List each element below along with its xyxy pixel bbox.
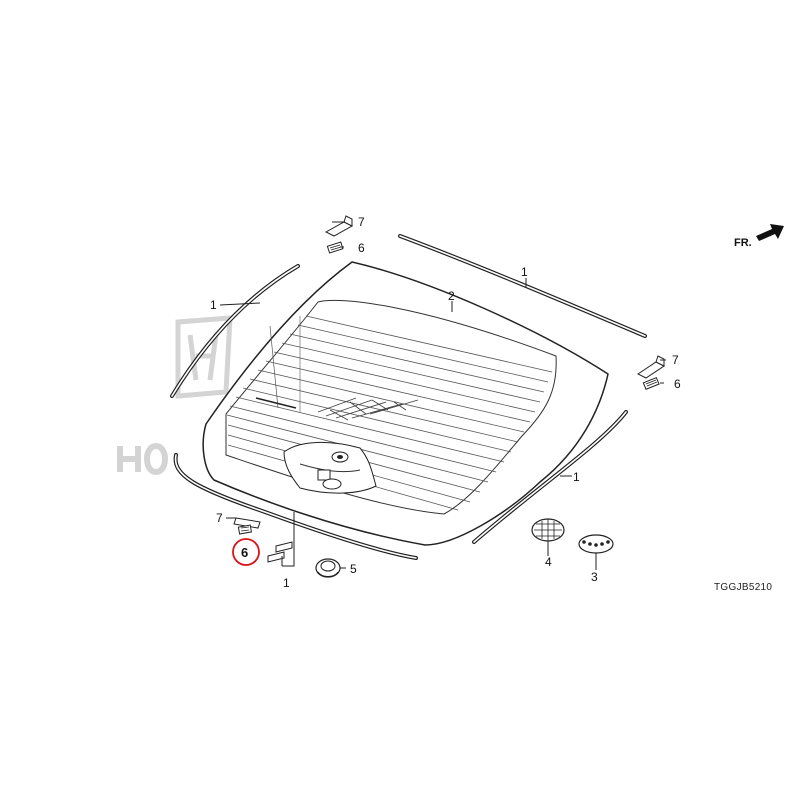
callout-fastener-left: 7 xyxy=(216,511,223,525)
callout-molding-bottom: 1 xyxy=(283,576,290,590)
callout-molding-top: 1 xyxy=(521,265,528,279)
part-code: TGGJB5210 xyxy=(714,582,772,593)
rear-windshield-glass xyxy=(202,261,609,546)
leader-lines xyxy=(219,221,666,570)
front-direction-indicator: FR. xyxy=(734,224,784,249)
molding-end-pieces xyxy=(267,541,293,563)
highlighted-callout-clip[interactable]: 6 xyxy=(232,538,260,566)
callout-grommet: 5 xyxy=(350,562,357,576)
callout-fastener-top: 7 xyxy=(358,215,365,229)
callout-fastener-right: 7 xyxy=(672,353,679,367)
grommet xyxy=(315,558,341,578)
fastener-top xyxy=(324,215,354,237)
fastener-right xyxy=(637,355,665,379)
callout-molding-top-left: 1 xyxy=(210,298,217,312)
direction-label: FR. xyxy=(734,237,752,249)
callout-molding-right: 1 xyxy=(573,470,580,484)
callout-emblem-3: 3 xyxy=(591,570,598,584)
emblem-3 xyxy=(578,534,614,554)
highlight-ring xyxy=(232,538,260,566)
fastener-left xyxy=(233,517,261,529)
clip-top xyxy=(326,241,344,254)
clip-left xyxy=(237,524,253,535)
callout-clip-left[interactable]: 6 xyxy=(241,545,248,560)
clip-right xyxy=(642,376,660,390)
brand-watermark xyxy=(117,315,233,476)
callout-labels: 1 1 1 1 2 3 4 5 6 6 7 7 7 xyxy=(210,215,681,590)
callout-clip-top: 6 xyxy=(358,241,365,255)
front-arrow-icon xyxy=(756,224,784,241)
callout-glass: 2 xyxy=(448,289,455,303)
emblem-4 xyxy=(531,518,565,542)
callout-clip-right: 6 xyxy=(674,377,681,391)
callout-emblem-4: 4 xyxy=(545,555,552,569)
